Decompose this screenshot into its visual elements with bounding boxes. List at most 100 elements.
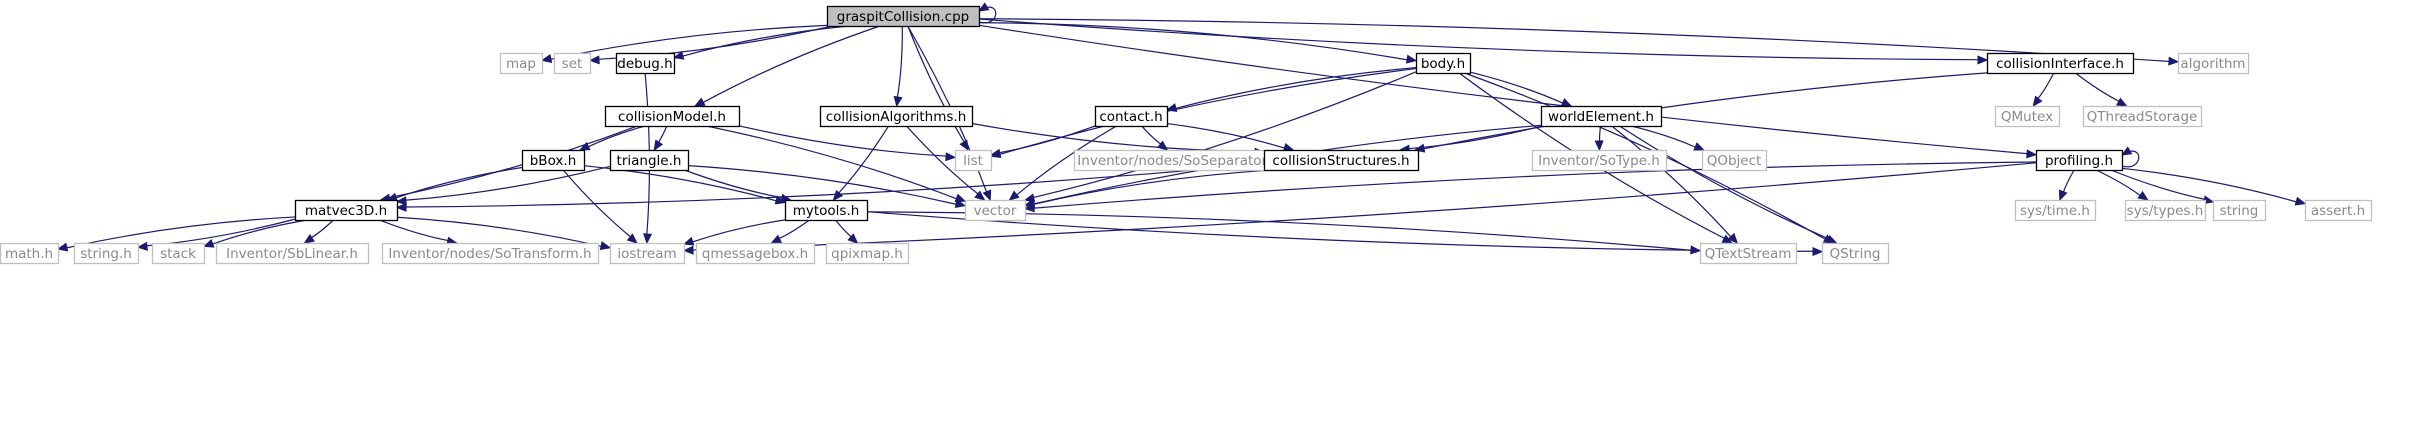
node-label: Inventor/nodes/SoTransform.h <box>388 246 591 262</box>
edge-collisionAlgorithms-to-mytools <box>832 125 890 201</box>
node-sotype: Inventor/SoType.h <box>1531 149 1668 172</box>
node-mathh: math.h <box>0 242 60 265</box>
node-collisionModel[interactable]: collisionModel.h <box>604 105 741 128</box>
node-box <box>215 242 370 265</box>
nodes-layer: graspitCollision.cpp map set debug.h body.h c… <box>0 5 2373 265</box>
edge-root-to-list <box>907 25 969 152</box>
edge-profiling-to-systime <box>2058 169 2075 202</box>
node-collisionStructures[interactable]: collisionStructures.h <box>1263 149 1420 172</box>
node-box <box>1986 52 2135 75</box>
node-box <box>1094 105 1169 128</box>
edge-matvec3d-to-sotransform <box>379 219 458 246</box>
node-box <box>1699 242 1798 265</box>
edge-root-to-debug <box>672 25 849 60</box>
node-systypes: sys/types.h <box>2124 199 2207 222</box>
node-box <box>1415 52 1472 75</box>
node-qstring: QString <box>1821 242 1890 265</box>
node-label: mytools.h <box>793 203 860 219</box>
node-collisionInterface[interactable]: collisionInterface.h <box>1986 52 2135 75</box>
edge-body-to-list <box>989 67 1417 159</box>
node-box <box>1701 149 1768 172</box>
edge-mytools-to-qstring <box>866 211 1824 257</box>
node-label: Inventor/SbLinear.h <box>226 246 358 262</box>
node-label: matvec3D.h <box>305 203 387 219</box>
node-label: qmessagebox.h <box>702 246 809 262</box>
node-root[interactable]: graspitCollision.cpp <box>826 5 981 28</box>
node-algorithm: algorithm <box>2177 52 2250 75</box>
node-box <box>826 5 981 28</box>
node-matvec3d[interactable]: matvec3D.h <box>294 199 399 222</box>
edge-profiling-to-asserth <box>2121 167 2307 206</box>
node-box <box>2124 199 2207 222</box>
node-box <box>604 105 741 128</box>
edge-root-to-profiling <box>978 24 2038 159</box>
edge-collisionInterface-to-qthreadstorage <box>2075 72 2128 107</box>
node-box <box>819 105 974 128</box>
node-box <box>609 242 686 265</box>
edge-contact-to-vector <box>1008 125 1117 201</box>
node-box <box>615 52 676 75</box>
edge-matvec3d-to-mathh <box>56 216 296 252</box>
node-qmutex: QMutex <box>1994 105 2061 128</box>
node-label: assert.h <box>2311 203 2365 219</box>
node-box <box>1263 149 1420 172</box>
edge-triangle-to-matvec3d <box>395 165 611 206</box>
edges-layer <box>56 2 2307 257</box>
edge-profiling-to-profiling <box>2120 146 2140 168</box>
node-box <box>294 199 399 222</box>
node-body[interactable]: body.h <box>1415 52 1472 75</box>
node-label: stack <box>160 246 196 262</box>
node-triangle[interactable]: triangle.h <box>609 149 690 172</box>
node-label: QMutex <box>2001 109 2053 125</box>
node-mytools[interactable]: mytools.h <box>784 199 869 222</box>
node-label: QString <box>1830 246 1881 262</box>
node-profiling[interactable]: profiling.h <box>2035 149 2124 172</box>
node-bbox[interactable]: bBox.h <box>521 149 586 172</box>
node-contact[interactable]: contact.h <box>1094 105 1169 128</box>
node-label: triangle.h <box>617 153 682 169</box>
edge-worldElement-to-qtextstream <box>1611 125 1739 244</box>
edge-collisionModel-to-bbox <box>578 125 646 151</box>
node-box <box>151 242 206 265</box>
node-box <box>2035 149 2124 172</box>
node-stringh: string.h <box>73 242 140 265</box>
node-box <box>1994 105 2061 128</box>
node-box <box>1531 149 1668 172</box>
node-label: contact.h <box>1099 109 1162 125</box>
node-qthreadstorage: QThreadStorage <box>2082 105 2203 128</box>
node-box <box>73 242 140 265</box>
edge-body-to-vector <box>1023 71 1417 203</box>
node-box <box>695 242 816 265</box>
edge-worldElement-to-qstring <box>1619 125 1838 244</box>
node-worldElement[interactable]: worldElement.h <box>1540 105 1663 128</box>
node-label: bBox.h <box>530 153 577 169</box>
node-asserth: assert.h <box>2304 199 2373 222</box>
node-map: map <box>499 52 544 75</box>
node-box <box>1540 105 1663 128</box>
node-label: debug.h <box>617 56 672 72</box>
node-box <box>954 149 993 172</box>
node-list: list <box>954 149 993 172</box>
node-label: collisionModel.h <box>618 109 726 125</box>
node-collisionAlgorithms[interactable]: collisionAlgorithms.h <box>819 105 974 128</box>
edge-root-to-collisionAlgorithms <box>893 25 903 108</box>
node-label: collisionAlgorithms.h <box>826 109 967 125</box>
node-label: iostream <box>617 246 676 262</box>
node-label: collisionStructures.h <box>1272 153 1409 169</box>
edge-profiling-to-iostream <box>682 162 2037 255</box>
edge-matvec3d-to-stack <box>202 219 308 248</box>
edge-collisionStructures-to-vector <box>1023 169 1272 209</box>
node-sblinear: Inventor/SbLinear.h <box>215 242 370 265</box>
node-debug[interactable]: debug.h <box>615 52 676 75</box>
edge-contact-to-collisionStructures <box>1166 122 1295 152</box>
node-box <box>2212 199 2267 222</box>
edge-body-to-contact <box>1165 66 1417 112</box>
node-label: set <box>562 56 583 72</box>
edge-collisionModel-to-triangle <box>653 125 668 152</box>
node-label: profiling.h <box>2045 153 2113 169</box>
edge-collisionAlgorithms-to-vector <box>906 125 986 201</box>
node-label: algorithm <box>2180 56 2245 72</box>
edge-collisionStructures-to-matvec3d <box>395 163 1265 212</box>
node-box <box>2014 199 2097 222</box>
